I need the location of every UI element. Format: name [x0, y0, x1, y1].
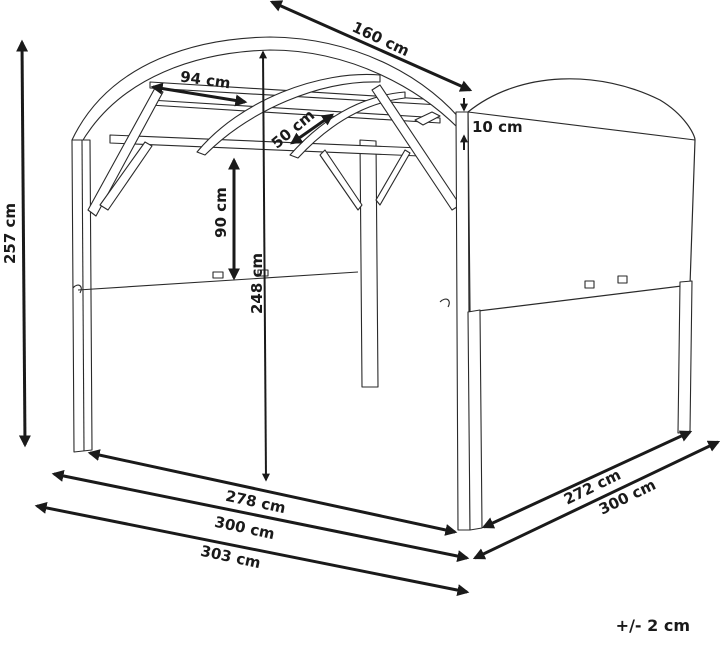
post-back-middle	[359, 139, 379, 388]
label-beam-thickness: 10 cm	[472, 118, 523, 136]
dimension-lines	[16, 0, 720, 597]
braces-left	[87, 87, 164, 217]
braces-middle	[319, 149, 411, 211]
label-canopy-drop: 90 cm	[211, 187, 230, 238]
label-clearance-height: 248 cm	[248, 252, 267, 315]
tolerance-note: +/- 2 cm	[615, 616, 690, 635]
label-total-height: 257 cm	[1, 202, 20, 265]
post-back-right	[677, 280, 693, 434]
side-canopy	[467, 78, 696, 313]
post-front-left	[71, 139, 93, 453]
